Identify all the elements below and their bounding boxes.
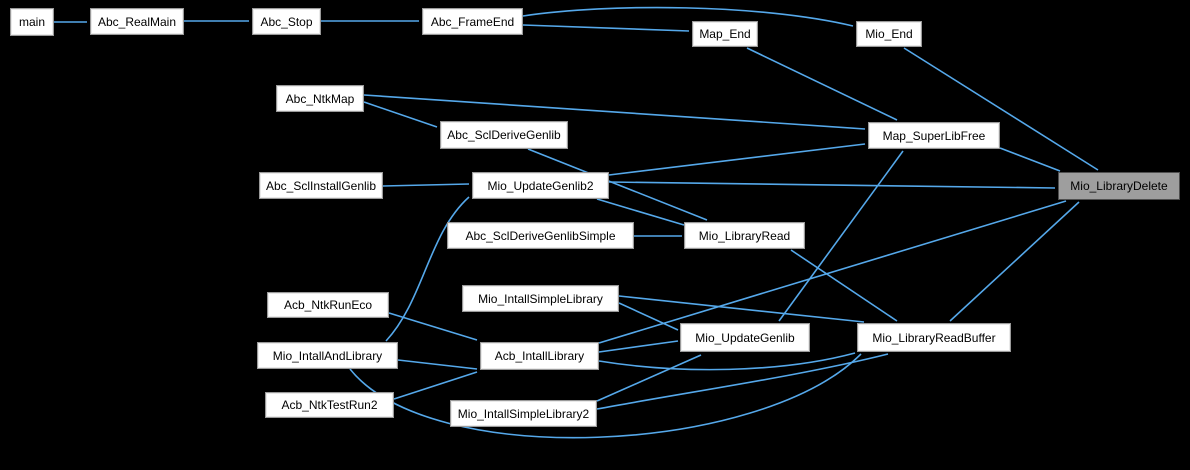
- graph-node-main[interactable]: main: [10, 8, 54, 36]
- node-label: Acb_IntallLibrary: [494, 349, 585, 363]
- node-label: Abc_RealMain: [97, 14, 177, 29]
- graph-node-Acb_NtkTestRun2[interactable]: Acb_NtkTestRun2: [265, 392, 394, 418]
- node-label: Mio_IntallAndLibrary: [272, 348, 383, 363]
- graph-node-Map_End[interactable]: Map_End: [692, 21, 758, 47]
- node-label: Map_End: [699, 27, 751, 41]
- edge-Acb_NtkTestRun2-to-Acb_IntallLibrary: [393, 371, 478, 400]
- graph-node-Abc_NtkMap[interactable]: Abc_NtkMap: [276, 85, 364, 112]
- graph-node-Mio_UpdateGenlib[interactable]: Mio_UpdateGenlib: [680, 323, 810, 352]
- node-label: main: [18, 15, 45, 29]
- edge-Abc_NtkMap-to-Map_SuperLibFree: [363, 94, 866, 130]
- edge-Mio_UpdateGenlib2-to-Map_SuperLibFree: [608, 143, 866, 176]
- edge-Acb_NtkRunEco-to-Acb_IntallLibrary: [388, 312, 478, 341]
- edge-Mio_LibraryReadBuffer-to-Mio_LibraryDelete: [949, 201, 1080, 322]
- node-label: Mio_IntallSimpleLibrary: [478, 291, 603, 306]
- edge-Abc_FrameEnd-to-Map_End: [522, 24, 690, 32]
- graph-node-Acb_IntallLibrary[interactable]: Acb_IntallLibrary: [480, 342, 599, 370]
- graph-node-Mio_UpdateGenlib2[interactable]: Mio_UpdateGenlib2: [472, 172, 609, 199]
- edge-Map_SuperLibFree-to-Mio_LibraryDelete: [999, 147, 1061, 172]
- graph-node-Abc_Stop[interactable]: Abc_Stop: [252, 8, 321, 35]
- edge-Mio_UpdateGenlib2-to-Mio_LibraryDelete: [608, 181, 1056, 189]
- node-label: Acb_NtkTestRun2: [281, 398, 378, 412]
- node-label: Mio_UpdateGenlib2: [487, 178, 594, 193]
- graph-node-Mio_LibraryReadBuffer[interactable]: Mio_LibraryReadBuffer: [857, 323, 1011, 352]
- node-label: Abc_SclDeriveGenlib: [447, 128, 561, 142]
- edge-Acb_IntallLibrary-to-Mio_LibraryDelete: [598, 200, 1067, 344]
- edge-Mio_IntallSimpleLibrary2-to-Mio_UpdateGenlib: [596, 354, 702, 402]
- edge-Acb_IntallLibrary-to-Mio_LibraryReadBuffer: [598, 352, 856, 371]
- node-label: Abc_FrameEnd: [430, 14, 515, 29]
- node-label: Abc_SclDeriveGenlibSimple: [465, 228, 616, 243]
- node-label: Abc_Stop: [260, 14, 313, 29]
- node-label: Map_SuperLibFree: [882, 128, 986, 143]
- edge-Abc_SclDeriveGenlib-to-Mio_LibraryRead: [527, 148, 708, 221]
- graph-node-Abc_SclDeriveGenlibSimple[interactable]: Abc_SclDeriveGenlibSimple: [447, 222, 634, 249]
- node-label: Acb_NtkRunEco: [283, 298, 373, 312]
- graph-node-Mio_LibraryRead[interactable]: Mio_LibraryRead: [684, 222, 805, 249]
- edge-Mio_IntallAndLibrary-to-Mio_LibraryReadBuffer: [349, 353, 862, 439]
- node-label: Mio_LibraryDelete: [1070, 179, 1168, 193]
- graph-node-Mio_LibraryDelete: Mio_LibraryDelete: [1058, 172, 1180, 200]
- graph-node-Acb_NtkRunEco[interactable]: Acb_NtkRunEco: [267, 292, 389, 318]
- graph-node-Mio_IntallSimpleLibrary[interactable]: Mio_IntallSimpleLibrary: [462, 285, 619, 312]
- node-label: Abc_NtkMap: [285, 91, 355, 106]
- graph-node-Mio_End[interactable]: Mio_End: [856, 21, 922, 47]
- graph-node-Abc_FrameEnd[interactable]: Abc_FrameEnd: [422, 8, 523, 35]
- graph-node-Abc_SclDeriveGenlib[interactable]: Abc_SclDeriveGenlib: [440, 121, 568, 149]
- graph-node-Mio_IntallSimpleLibrary2[interactable]: Mio_IntallSimpleLibrary2: [450, 400, 597, 427]
- edge-Mio_LibraryRead-to-Mio_LibraryReadBuffer: [790, 249, 898, 322]
- node-label: Mio_IntallSimpleLibrary2: [457, 406, 590, 421]
- node-label: Mio_End: [865, 27, 913, 41]
- edge-Mio_End-to-Mio_LibraryDelete: [903, 47, 1099, 171]
- edge-Mio_IntallSimpleLibrary-to-Mio_LibraryReadBuffer: [618, 295, 865, 323]
- edge-Abc_FrameEnd-to-Mio_End: [522, 6, 854, 27]
- edge-Map_End-to-Map_SuperLibFree: [746, 47, 898, 121]
- edges: [54, 6, 1099, 439]
- node-label: Mio_UpdateGenlib: [695, 330, 795, 345]
- edge-Mio_IntallSimpleLibrary-to-Mio_UpdateGenlib: [618, 302, 679, 331]
- edge-Mio_IntallAndLibrary-to-Acb_IntallLibrary: [397, 359, 478, 370]
- node-label: Mio_LibraryRead: [698, 228, 791, 243]
- edge-Abc_NtkMap-to-Abc_SclDeriveGenlib: [363, 101, 438, 128]
- node-label: Mio_LibraryReadBuffer: [872, 330, 996, 345]
- edge-Acb_IntallLibrary-to-Mio_UpdateGenlib: [598, 340, 679, 353]
- edge-Mio_UpdateGenlib-to-Map_SuperLibFree: [778, 150, 904, 322]
- graph-node-Map_SuperLibFree[interactable]: Map_SuperLibFree: [868, 122, 1000, 149]
- edge-Mio_UpdateGenlib2-to-Mio_LibraryRead: [596, 198, 685, 226]
- graph-node-Abc_RealMain[interactable]: Abc_RealMain: [90, 8, 184, 35]
- node-label: Abc_SclInstallGenlib: [265, 178, 377, 193]
- edge-Abc_SclInstallGenlib-to-Mio_UpdateGenlib2: [382, 183, 470, 187]
- graph-node-Mio_IntallAndLibrary[interactable]: Mio_IntallAndLibrary: [257, 342, 398, 369]
- edge-Mio_IntallAndLibrary-to-Mio_UpdateGenlib2: [385, 196, 470, 342]
- graph-node-Abc_SclInstallGenlib[interactable]: Abc_SclInstallGenlib: [259, 172, 383, 199]
- edge-Mio_IntallSimpleLibrary2-to-Mio_LibraryReadBuffer: [596, 353, 889, 410]
